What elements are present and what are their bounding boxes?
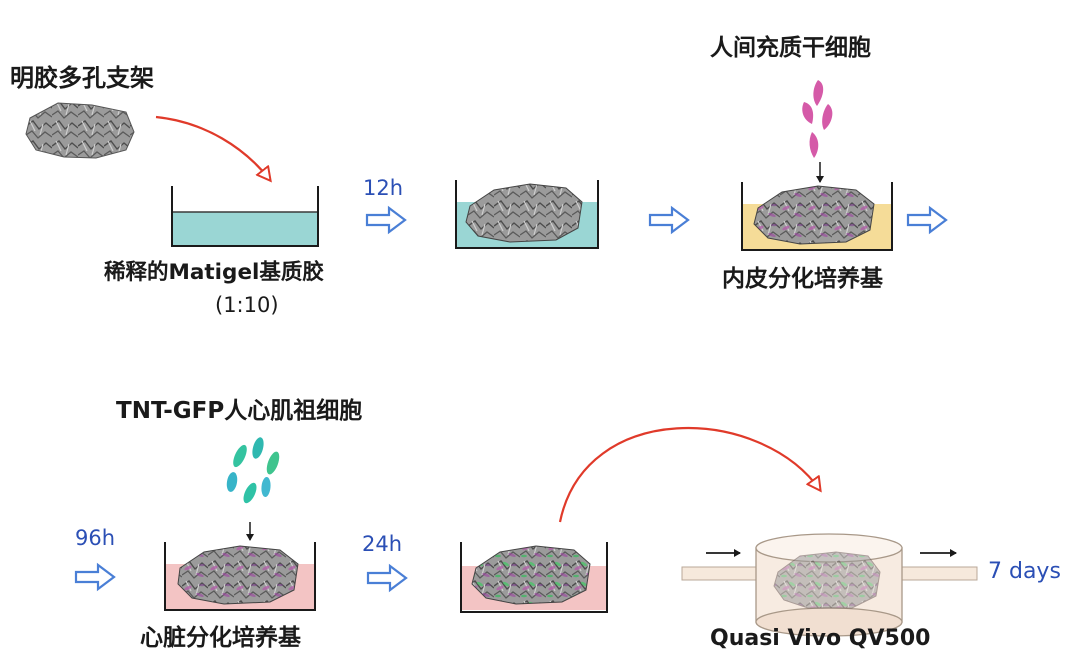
dish-3 bbox=[741, 182, 893, 251]
dish-5 bbox=[460, 542, 608, 613]
cardiac-progenitor-cells-image bbox=[226, 437, 280, 504]
cardiac-medium-label: 心脏分化培养基 bbox=[140, 624, 302, 651]
dish-2 bbox=[455, 180, 599, 249]
gelatin-scaffold-image bbox=[25, 102, 135, 159]
hollow-arrow-1 bbox=[365, 206, 407, 234]
scaffold-with-msc bbox=[753, 185, 875, 245]
mesenchymal-cells-label: 人间充质干细胞 bbox=[710, 34, 871, 61]
gelatin-scaffold-label: 明胶多孔支架 bbox=[10, 64, 154, 92]
endothelial-medium-label: 内皮分化培养基 bbox=[722, 265, 884, 292]
dish-1 bbox=[171, 186, 319, 247]
mesenchymal-cells-image bbox=[802, 80, 833, 158]
time-96h-label: 96h bbox=[75, 526, 115, 550]
transfer-arrow-2 bbox=[558, 426, 820, 523]
cardiac-progenitors-label: TNT-GFP人心肌祖细胞 bbox=[116, 397, 362, 424]
diluted-matigel-label: 稀释的Matigel基质胶 bbox=[104, 259, 324, 285]
dish-4 bbox=[164, 542, 316, 611]
bioreactor-image bbox=[681, 533, 978, 637]
hollow-arrow-5 bbox=[366, 564, 408, 592]
hollow-arrow-4 bbox=[74, 563, 116, 591]
hollow-arrow-3 bbox=[906, 206, 948, 234]
time-7-days-label: 7 days bbox=[988, 559, 1061, 584]
bioreactor-label: Quasi Vivo QV500 bbox=[710, 626, 930, 651]
matigel-liquid bbox=[173, 212, 317, 245]
dilution-ratio-label: (1:10) bbox=[215, 293, 279, 317]
hollow-arrow-2 bbox=[648, 206, 690, 234]
scaffold-gfp-tissue bbox=[471, 545, 591, 605]
transfer-arrow-1 bbox=[155, 115, 270, 180]
time-24h-label: 24h bbox=[362, 532, 402, 556]
time-12h-label: 12h bbox=[363, 176, 403, 200]
scaffold-in-matigel bbox=[465, 183, 583, 243]
scaffold-with-cardiac-cells bbox=[177, 545, 299, 605]
